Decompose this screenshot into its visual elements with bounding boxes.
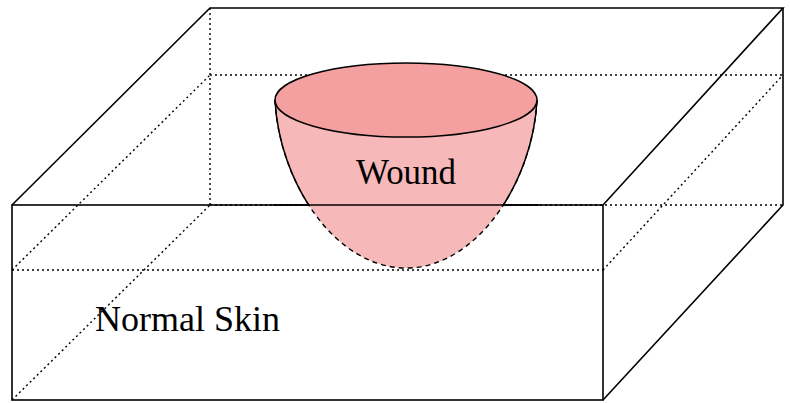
region-label: Wound — [273, 152, 539, 194]
visible-edges — [12, 8, 783, 400]
region-label: Normal Skin — [95, 298, 280, 341]
wound-region: Wound — [273, 62, 539, 272]
skin-block: Normal Skin Wound — [10, 6, 786, 402]
hidden-edges — [12, 8, 783, 400]
